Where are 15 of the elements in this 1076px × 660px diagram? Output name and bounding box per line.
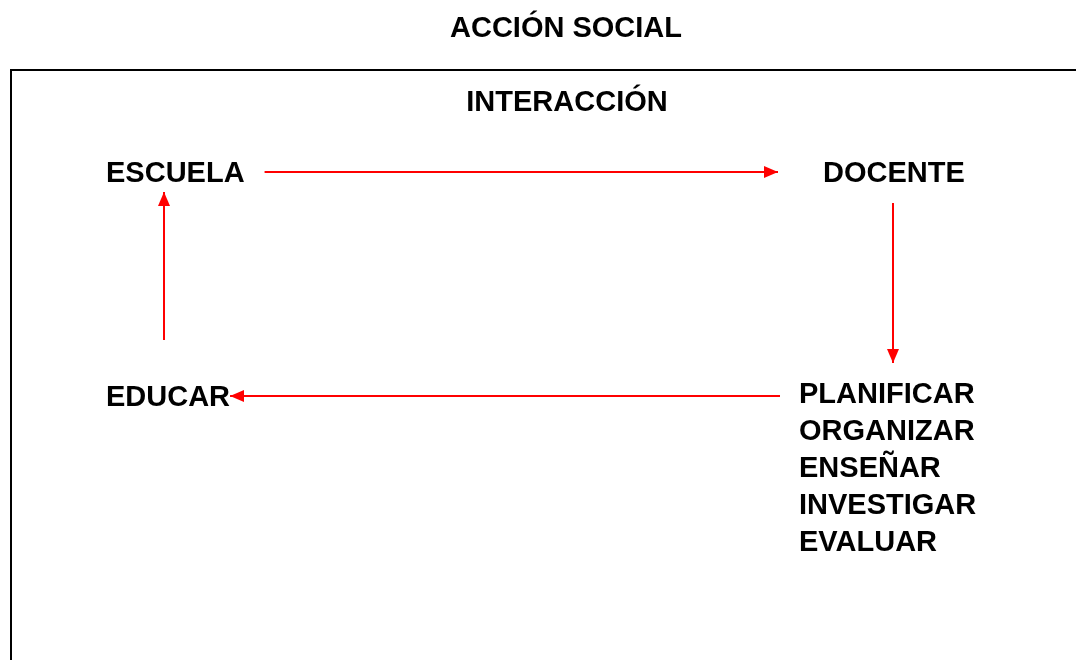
node-label: DOCENTE (823, 156, 965, 188)
node-label: PLANIFICAR (799, 376, 976, 411)
arrow (229, 390, 781, 402)
frame-box (10, 69, 1076, 660)
arrow (887, 202, 899, 364)
arrow (158, 191, 170, 341)
node-label: INVESTIGAR (799, 487, 977, 522)
node-label: ESCUELA (106, 156, 245, 188)
node-label: ENSEÑAR (799, 449, 942, 485)
node-label: EVALUAR (799, 524, 939, 559)
node-label: ORGANIZAR (799, 413, 976, 448)
node-label: EDUCAR (106, 380, 231, 412)
diagram-title: ACCIÓN SOCIAL (450, 11, 682, 43)
arrow (263, 166, 779, 178)
frame-heading: INTERACCIÓN (466, 85, 668, 117)
